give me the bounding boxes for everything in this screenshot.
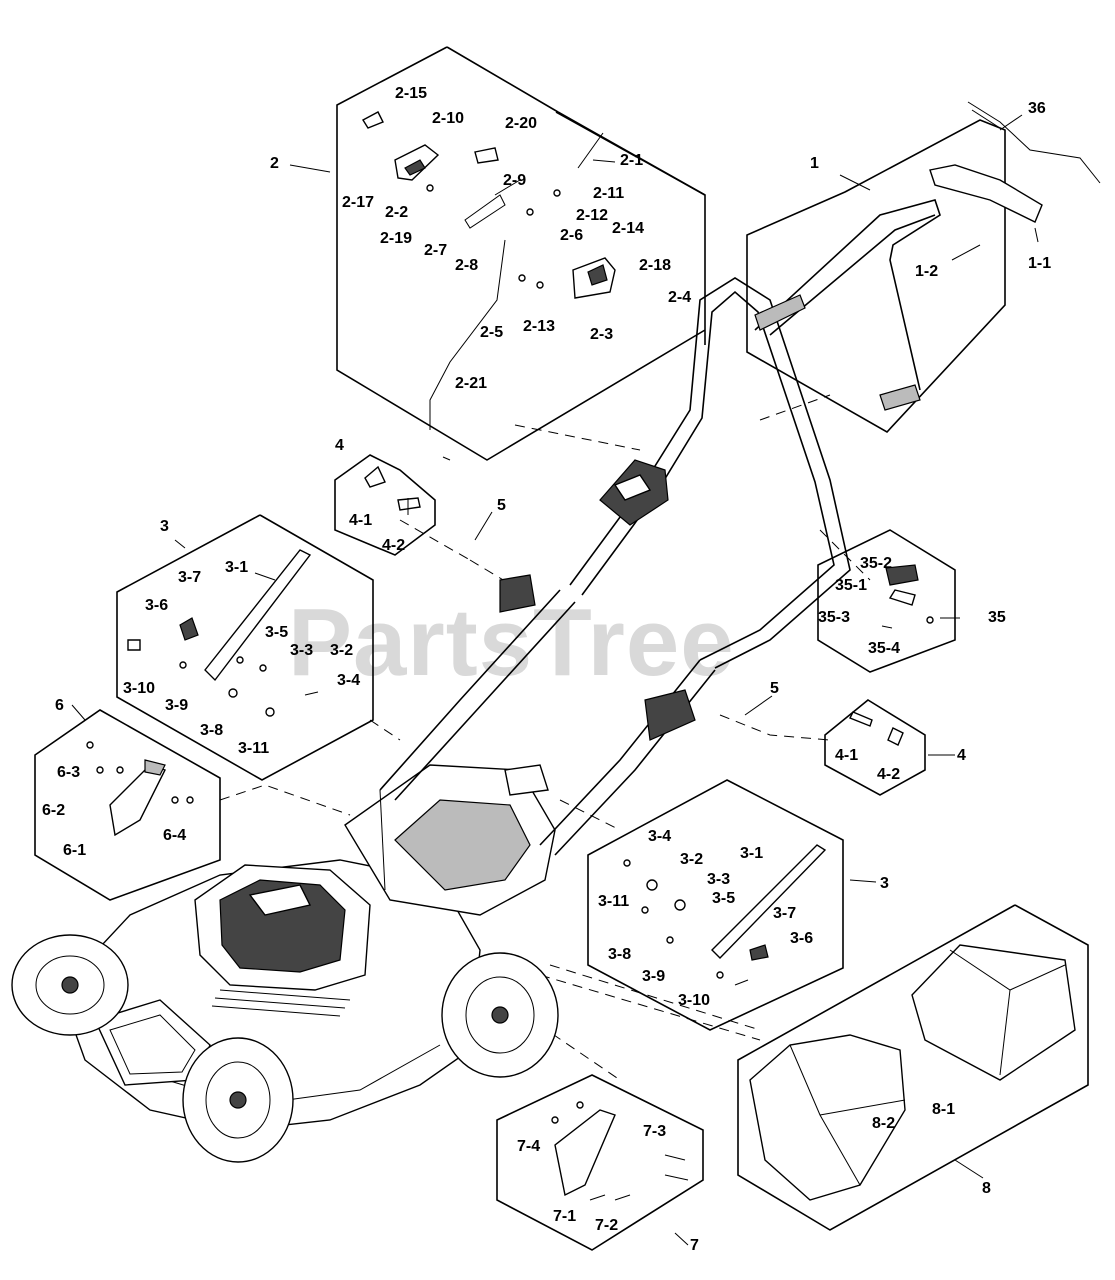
group-1-upper-handle bbox=[746, 101, 1101, 434]
label-2-12: 2-12 bbox=[576, 207, 608, 224]
label-35-3: 35-3 bbox=[818, 609, 850, 626]
label-4-1-bottom: 4-1 bbox=[835, 747, 858, 764]
label-3-6-left: 3-6 bbox=[145, 597, 168, 614]
label-2-17: 2-17 bbox=[342, 194, 374, 211]
label-2-5: 2-5 bbox=[480, 324, 503, 341]
label-7: 7 bbox=[690, 1237, 699, 1254]
leader-lines bbox=[71, 114, 1039, 1246]
label-3-10-left: 3-10 bbox=[123, 680, 155, 697]
label-5-top: 5 bbox=[497, 497, 506, 514]
label-2: 2 bbox=[270, 155, 279, 172]
group-35 bbox=[817, 529, 956, 673]
label-3-1-right: 3-1 bbox=[740, 845, 763, 862]
label-8: 8 bbox=[982, 1180, 991, 1197]
label-3-8-right: 3-8 bbox=[608, 946, 631, 963]
label-3-8-left: 3-8 bbox=[200, 722, 223, 739]
label-3-7-right: 3-7 bbox=[773, 905, 796, 922]
label-2-18: 2-18 bbox=[639, 257, 671, 274]
label-2-2: 2-2 bbox=[385, 204, 408, 221]
label-3-2-right: 3-2 bbox=[680, 851, 703, 868]
label-2-13: 2-13 bbox=[523, 318, 555, 335]
group-3-left bbox=[116, 514, 374, 781]
label-3-7-left: 3-7 bbox=[178, 569, 201, 586]
label-2-4: 2-4 bbox=[668, 289, 691, 306]
label-2-14: 2-14 bbox=[612, 220, 644, 237]
group-2-control-box bbox=[336, 46, 706, 461]
rear-wheel-right bbox=[441, 952, 559, 1078]
label-36: 36 bbox=[1028, 100, 1046, 117]
label-3-right: 3 bbox=[880, 875, 889, 892]
label-2-7: 2-7 bbox=[424, 242, 447, 259]
label-2-11: 2-11 bbox=[593, 185, 624, 202]
label-3-2-left: 3-2 bbox=[330, 642, 353, 659]
group-6 bbox=[34, 709, 221, 901]
label-2-19: 2-19 bbox=[380, 230, 412, 247]
label-4-bottom: 4 bbox=[957, 747, 966, 764]
front-wheel-left bbox=[182, 1037, 294, 1163]
label-7-2: 7-2 bbox=[595, 1217, 618, 1234]
mower-assembly bbox=[11, 277, 851, 1163]
label-3-3-left: 3-3 bbox=[290, 642, 313, 659]
label-35-1: 35-1 bbox=[835, 577, 867, 594]
group-7 bbox=[496, 1074, 704, 1251]
label-3-left: 3 bbox=[160, 518, 169, 535]
label-3-1-left: 3-1 bbox=[225, 559, 248, 576]
label-4-1-top: 4-1 bbox=[349, 512, 372, 529]
label-8-1: 8-1 bbox=[932, 1101, 955, 1118]
label-3-3-right: 3-3 bbox=[707, 871, 730, 888]
label-7-1: 7-1 bbox=[553, 1208, 576, 1225]
label-2-3: 2-3 bbox=[590, 326, 613, 343]
label-4-top: 4 bbox=[335, 437, 344, 454]
label-3-4-left: 3-4 bbox=[337, 672, 360, 689]
group-8-grass-bag bbox=[737, 904, 1089, 1231]
label-2-21: 2-21 bbox=[455, 375, 487, 392]
group-3-right bbox=[587, 779, 844, 1031]
label-3-9-left: 3-9 bbox=[165, 697, 188, 714]
label-3-6-right: 3-6 bbox=[790, 930, 813, 947]
label-35: 35 bbox=[988, 609, 1006, 626]
label-2-20: 2-20 bbox=[505, 115, 537, 132]
label-2-9: 2-9 bbox=[503, 172, 526, 189]
label-7-4: 7-4 bbox=[517, 1138, 540, 1155]
label-2-1: 2-1 bbox=[620, 152, 643, 169]
label-35-2: 35-2 bbox=[860, 555, 892, 572]
label-2-8: 2-8 bbox=[455, 257, 478, 274]
rear-wheel-left bbox=[11, 934, 129, 1036]
label-6-2: 6-2 bbox=[42, 802, 65, 819]
label-3-4-right: 3-4 bbox=[648, 828, 671, 845]
label-4-2-top: 4-2 bbox=[382, 537, 405, 554]
dashed-alignment-lines bbox=[219, 394, 871, 1081]
label-7-3: 7-3 bbox=[643, 1123, 666, 1140]
label-35-4: 35-4 bbox=[868, 640, 900, 657]
label-3-5-left: 3-5 bbox=[265, 624, 288, 641]
label-4-2-bottom: 4-2 bbox=[877, 766, 900, 783]
label-1-2: 1-2 bbox=[915, 263, 938, 280]
label-3-11-left: 3-11 bbox=[238, 740, 269, 757]
label-3-10-right: 3-10 bbox=[678, 992, 710, 1009]
label-3-11-right: 3-11 bbox=[598, 893, 629, 910]
label-6-1: 6-1 bbox=[63, 842, 86, 859]
label-6-3: 6-3 bbox=[57, 764, 80, 781]
label-2-15: 2-15 bbox=[395, 85, 427, 102]
label-3-5-right: 3-5 bbox=[712, 890, 735, 907]
label-8-2: 8-2 bbox=[872, 1115, 895, 1132]
label-1: 1 bbox=[810, 155, 819, 172]
label-6: 6 bbox=[55, 697, 64, 714]
label-1-1: 1-1 bbox=[1028, 255, 1051, 272]
group-4-upper bbox=[334, 454, 436, 556]
label-2-6: 2-6 bbox=[560, 227, 583, 244]
label-3-9-right: 3-9 bbox=[642, 968, 665, 985]
label-2-10: 2-10 bbox=[432, 110, 464, 127]
group-4-lower bbox=[824, 699, 926, 796]
part-number-labels: 2-15 2-10 2-20 36 2 2-1 1 2-9 2-11 2-17 … bbox=[42, 85, 1051, 1254]
label-5-bottom: 5 bbox=[770, 680, 779, 697]
label-6-4: 6-4 bbox=[163, 827, 186, 844]
